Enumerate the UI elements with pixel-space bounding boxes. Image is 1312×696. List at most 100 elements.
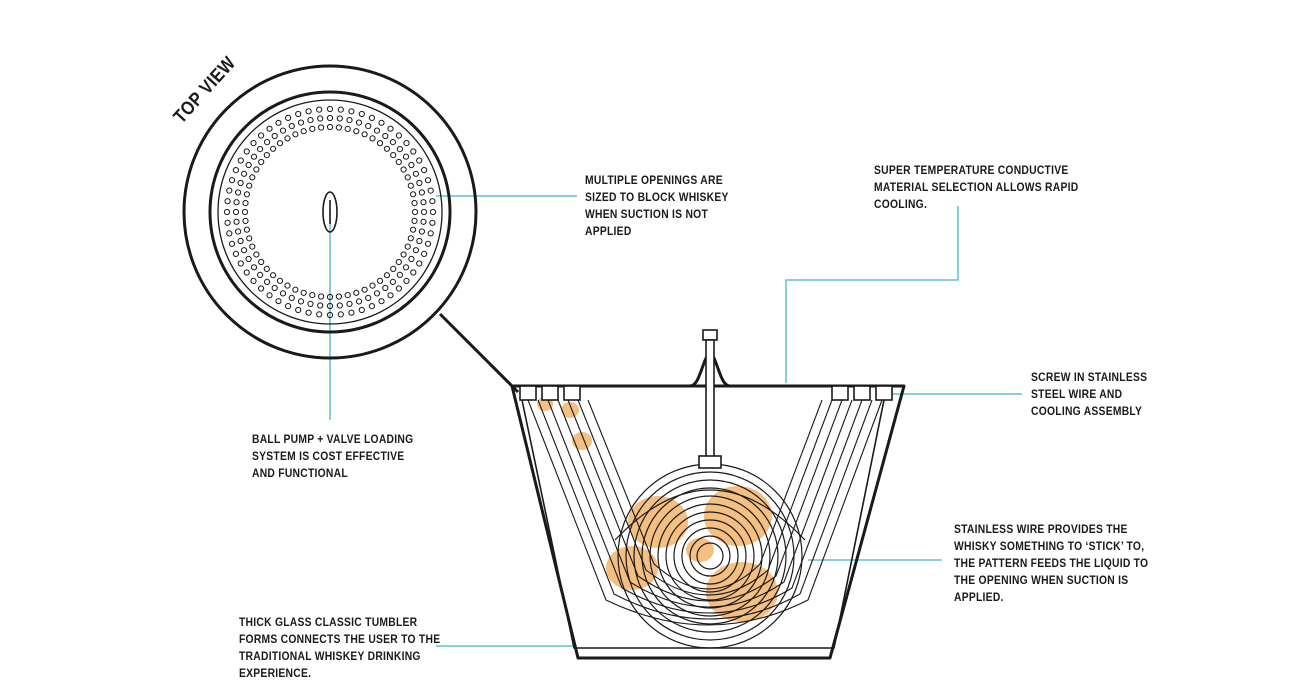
opening-hole [318, 293, 325, 300]
callout-conductive-line: COOLING. [874, 197, 928, 211]
opening-hole [376, 277, 384, 284]
opening-hole [407, 235, 414, 242]
opening-hole [420, 208, 428, 216]
opening-hole [336, 115, 343, 122]
opening-hole [263, 152, 270, 159]
opening-hole [373, 127, 381, 134]
callout-glass-line: EXPERIENCE. [239, 666, 312, 680]
opening-hole [421, 250, 428, 257]
magnifier-connector [438, 312, 520, 394]
opening-hole [226, 230, 233, 237]
opening-hole [241, 208, 249, 216]
opening-hole [257, 271, 264, 278]
wire-strand [547, 399, 863, 614]
opening-hole [358, 306, 365, 314]
opening-hole [276, 277, 284, 284]
opening-hole [355, 298, 363, 305]
coil-ring [649, 495, 771, 617]
opening-hole [382, 132, 389, 140]
opening-hole [348, 108, 355, 115]
opening-hole [233, 199, 240, 206]
opening-hole [390, 265, 397, 272]
wire-strand [527, 399, 883, 626]
opening-hole [279, 290, 287, 297]
opening-hole [410, 226, 417, 233]
opening-hole [246, 235, 253, 242]
opening-hole [326, 114, 334, 122]
opening-hole [245, 161, 252, 169]
opening-hole [382, 284, 389, 292]
opening-hole [250, 264, 258, 271]
opening-hole [353, 289, 360, 296]
callout-ball-pump-line: BALL PUMP + VALVE LOADING [252, 432, 414, 446]
opening-hole [258, 285, 265, 292]
opening-hole [228, 177, 236, 184]
opening-hole [400, 166, 407, 173]
opening-hole [235, 228, 242, 235]
opening-hole [243, 191, 250, 198]
coil-ring [633, 479, 787, 633]
opening-hole [355, 119, 363, 126]
callout-ball-pump: BALL PUMP + VALVE LOADING SYSTEM IS COST… [252, 431, 413, 482]
opening-hole [237, 157, 244, 164]
callout-screw-line: SCREW IN STAINLESS [1031, 370, 1148, 384]
callout-glass: THICK GLASS CLASSIC TUMBLER FORMS CONNEC… [239, 614, 440, 682]
opening-hole [297, 119, 305, 126]
opening-hole [309, 292, 316, 299]
opening-hole [424, 177, 432, 184]
coil-ring [665, 511, 755, 601]
coil-ring [673, 519, 747, 593]
opening-hole [365, 294, 372, 301]
lid-openings [519, 385, 893, 401]
valve-stem [698, 329, 722, 469]
top-view-valve-icon [322, 191, 338, 233]
opening-hole [418, 228, 425, 235]
opening-hole [253, 166, 260, 173]
callout-wire-line: STAINLESS WIRE PROVIDES THE [954, 522, 1128, 536]
opening-hole [266, 292, 273, 299]
opening-hole [402, 153, 410, 160]
callout-conductive: SUPER TEMPERATURE CONDUCTIVE MATERIAL SE… [874, 162, 1078, 213]
opening-hole [326, 105, 334, 113]
opening-hole [348, 309, 355, 316]
callout-screw-line: COOLING ASSEMBLY [1031, 404, 1143, 418]
opening-hole [429, 219, 436, 226]
callout-ball-pump-line: AND FUNCTIONAL [252, 466, 348, 480]
top-view-outer-rim [182, 64, 478, 360]
callout-wire-line: THE OPENING WHEN SUCTION IS [954, 573, 1129, 587]
opening-hole [295, 110, 302, 118]
opening-hole [237, 179, 244, 187]
callout-screw-line: STEEL WIRE AND [1031, 387, 1123, 401]
opening-hole [241, 247, 248, 254]
opening-hole [235, 189, 242, 196]
opening-hole [258, 132, 265, 139]
opening-hole [326, 302, 334, 310]
opening-hole [232, 250, 239, 257]
opening-hole [250, 277, 257, 284]
callout-wire-line: THE PATTERN FEEDS THE LIQUID TO [954, 556, 1149, 570]
tumbler-side-view [510, 329, 906, 660]
opening-hole [276, 140, 284, 147]
opening-hole [245, 255, 252, 263]
opening-hole [411, 208, 419, 216]
opening-hole [408, 255, 415, 263]
opening-hole [387, 125, 394, 132]
opening-hole [284, 135, 291, 142]
opening-hole [429, 198, 436, 205]
coil-ring [625, 471, 795, 641]
opening-hole [335, 124, 342, 131]
opening-hole [300, 128, 307, 135]
opening-hole [427, 230, 434, 237]
opening-hole [237, 260, 244, 267]
callout-wire-line: WHISKY SOMETHING TO ‘STICK’ TO, [954, 539, 1145, 553]
opening-hole [243, 226, 250, 233]
opening-hole [336, 302, 343, 309]
opening-hole [270, 145, 277, 152]
opening-hole [326, 293, 334, 301]
callout-openings: MULTIPLE OPENINGS ARE SIZED TO BLOCK WHI… [585, 172, 729, 240]
opening-hole [353, 128, 360, 135]
opening-hole [249, 243, 256, 250]
opening-hole [368, 114, 375, 122]
opening-hole [404, 243, 411, 250]
opening-hole [396, 271, 403, 278]
